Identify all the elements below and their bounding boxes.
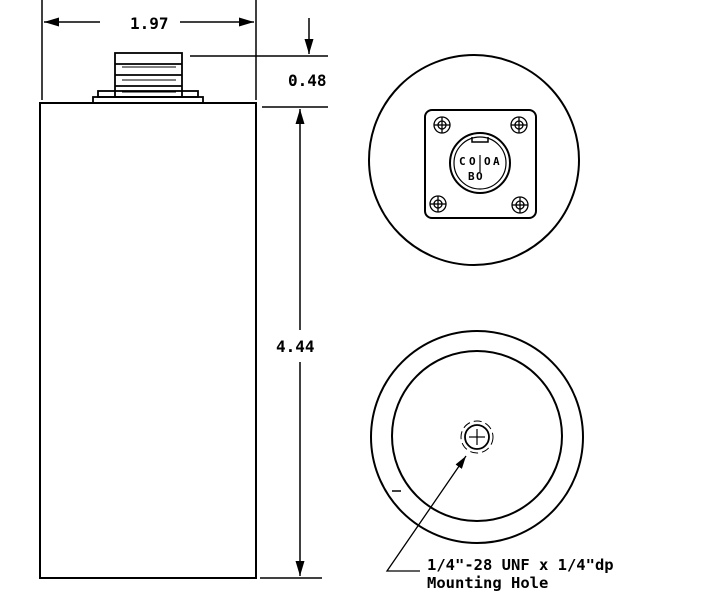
screw-hole-icon xyxy=(433,116,451,134)
pin-c-o: O xyxy=(469,155,476,168)
screw-hole-icon xyxy=(429,195,447,213)
pin-c-label: C xyxy=(459,155,466,168)
top-view xyxy=(368,54,580,266)
pin-a-o: O xyxy=(484,155,491,168)
mounting-hole-leader xyxy=(385,455,467,572)
bottom-view xyxy=(370,330,584,572)
connector-side-view xyxy=(92,52,204,104)
mounting-hole-spec: 1/4"-28 UNF x 1/4"dp xyxy=(427,556,614,574)
width-dimension-label: 1.97 xyxy=(130,14,169,33)
body-height-dimension-lines xyxy=(260,109,322,579)
side-view-body xyxy=(39,102,257,579)
connector-height-label: 0.48 xyxy=(288,71,327,90)
body-height-label: 4.44 xyxy=(276,337,315,356)
width-dimension-lines xyxy=(41,0,257,100)
connector-height-dimension-lines xyxy=(190,18,328,108)
mounting-hole-label: Mounting Hole xyxy=(427,574,548,592)
screw-hole-icon xyxy=(511,196,529,214)
pin-a-label: A xyxy=(493,155,500,168)
screw-hole-icon xyxy=(510,116,528,134)
pin-b-o: O xyxy=(476,170,483,183)
pin-b-label: B xyxy=(468,170,475,183)
